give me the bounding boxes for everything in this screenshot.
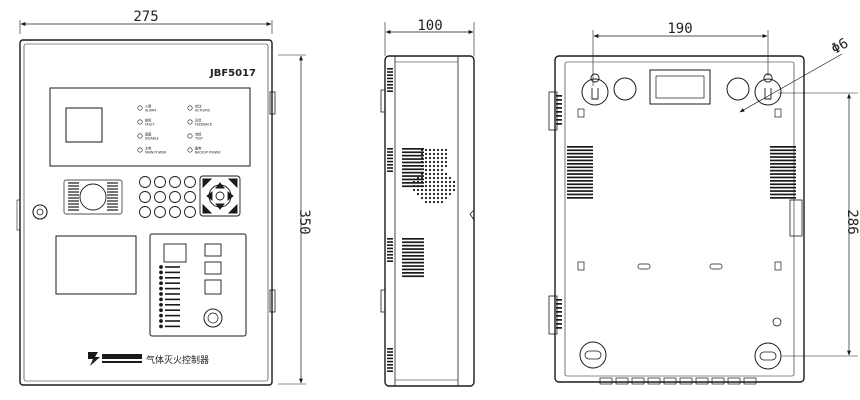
vertical-spacing-value: 286 [844,209,860,234]
panel-led [159,275,163,280]
speaker-grille [63,179,123,215]
indicator-led [137,105,143,111]
hole-diameter-value: Φ6 [829,35,852,57]
indicator-led [187,119,193,125]
indicator-label-en: ALARM [145,109,156,113]
indicator-label-cn: 自检 [195,132,202,137]
indicator-led [137,147,143,153]
panel-led [159,319,163,323]
keypad-key [154,176,166,188]
back-inner [564,61,795,377]
panel-led [159,313,163,318]
keypad [139,176,196,218]
panel-led [159,324,163,329]
side-hinge-bottom [380,289,386,313]
printer-window [55,235,137,295]
keypad-key [184,191,196,203]
indicator-led [187,105,193,111]
indicator-led [137,119,143,125]
side-vents [387,68,456,372]
keypad-key [154,206,166,218]
side-outline [384,55,475,387]
display-panel [49,87,251,167]
hole-spacing-value: 190 [667,21,692,37]
side-view: 100 [380,18,475,387]
brand-logo [88,352,142,366]
indicator-label-cn: 故障 [145,118,152,123]
hinge-bottom [269,289,276,313]
keypad-key [139,206,151,218]
hole-diameter-leader [739,53,843,113]
panel-leds [159,265,180,329]
control-panel [149,233,247,337]
keypad-key [139,191,151,203]
indicator-label-en: DISABLE [145,137,159,141]
brand-text: 气体灭火控制器 [146,354,209,366]
panel-led [159,308,163,313]
indicator-label-cn: 火警 [145,104,152,109]
keyhole-left [581,78,609,106]
keypad-key [184,206,196,218]
indicator-label-cn: 备电 [195,146,202,151]
hinge-top [269,91,276,115]
switch-three [204,279,222,295]
cable-window [649,69,711,105]
bottom-tabs [599,377,757,385]
indicator-led [187,147,193,153]
back-view: 190 Φ6 286 [548,21,860,385]
emergency-button [203,308,223,328]
panel-led [159,292,163,296]
indicator-label-en: FEEDBACK [195,123,213,127]
indicator-label-cn: 启动 [195,104,201,109]
indicator-label-cn: 屏蔽 [145,132,152,137]
keypad-key [154,191,166,203]
back-vents [556,95,796,329]
indicator-label-en: BACKUP POWER [195,151,221,155]
keypad-key [169,191,181,203]
indicator-label-en: FAULT [145,123,154,127]
panel-led [159,286,163,291]
indicator-label-en: MAIN POWER [145,151,167,155]
front-height-value: 350 [296,209,312,234]
knockout-left [613,77,637,101]
side-depth-value: 100 [417,18,442,34]
front-width-value: 275 [133,9,158,25]
door-edge [16,199,21,231]
lcd-screen [65,107,103,143]
door-lock [32,204,48,220]
keypad-key [169,206,181,218]
indicator-led [137,133,143,139]
screw-hole [772,317,782,327]
indicator-label-cn: 主电 [145,146,152,151]
panel-led [159,265,163,269]
switch-one [204,243,222,257]
small-display [163,243,187,263]
indicator-label-cn: 反馈 [195,118,202,123]
panel-led [159,297,163,302]
keyhole-right [754,78,782,106]
knockout-right [726,77,750,101]
indicator-led [187,133,193,139]
keypad-key [184,176,196,188]
indicator-label-en: ACTIVATE [195,109,210,113]
cabinet-door [23,43,269,382]
bottom-hole-left [579,341,607,369]
model-label: JBF5017 [209,68,256,79]
bottom-hole-right [754,342,782,370]
back-outline [554,55,805,383]
keypad-key [169,176,181,188]
navigation-pad [199,175,241,217]
panel-led [159,270,163,275]
side-hinge-top [380,89,386,113]
switch-two [204,261,222,275]
panel-led [159,302,163,307]
indicator-label-en: TEST [194,137,203,141]
keypad-key [139,176,151,188]
panel-led [159,281,163,286]
